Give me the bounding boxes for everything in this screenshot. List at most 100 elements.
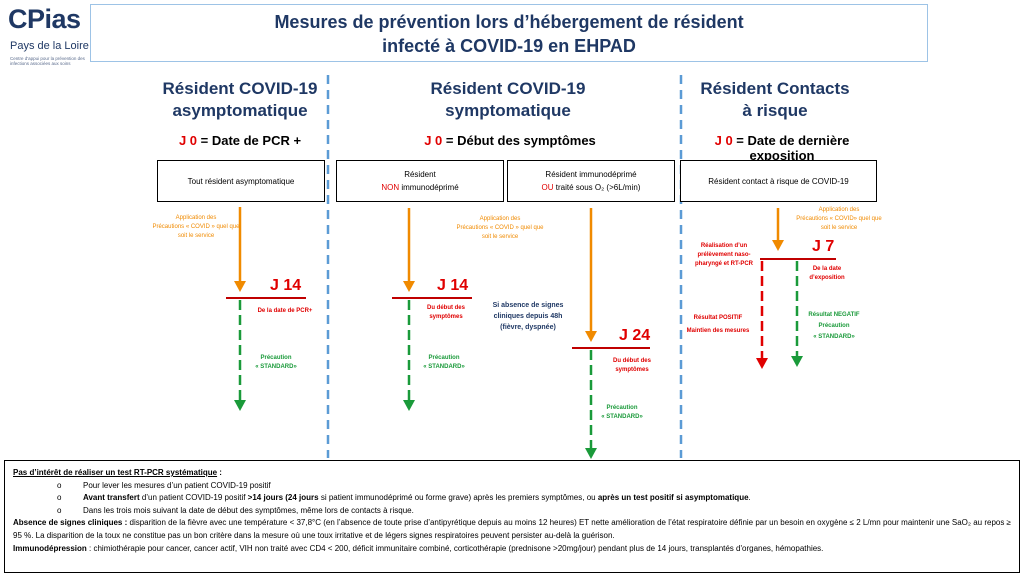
col1-standard-line1: Précaution	[260, 355, 292, 361]
col2-absence-line3: (fièvre, dyspnée)	[500, 324, 556, 331]
col1-title-line2: asymptomatique	[172, 101, 308, 120]
col2-box-non-immuno: Résident NON immunodéprimé	[336, 160, 504, 202]
col2-box-left-rest: immunodéprimé	[399, 183, 459, 192]
col2-title: Résident COVID-19 symptomatique	[398, 78, 618, 122]
col3-precautions-line2: Précautions « COVID» quel que	[796, 216, 882, 222]
col3-negatif-line1: Résultat NEGATIF	[808, 312, 860, 318]
col3-prelevement-line2: prélèvement naso-	[697, 252, 751, 258]
col2-precautions-line3: soit le service	[481, 234, 519, 240]
col2-title-line1: Résident COVID-19	[430, 79, 586, 98]
col2-box-right-red: OU	[541, 183, 554, 192]
notes-immuno: Immunodépression : chimiothérapie pour c…	[13, 543, 1011, 556]
col1-box: Tout résident asymptomatique	[157, 160, 325, 202]
col2-left-orange-arrow	[403, 208, 415, 292]
col2-box-left-red: NON	[381, 183, 400, 192]
logo-subtitle: Pays de la Loire	[10, 40, 89, 52]
col2-absence-line2: cliniques depuis 48h	[493, 313, 563, 320]
notes-absence-text: disparition de la fièvre avec une tempér…	[13, 518, 1011, 540]
col2-absence-signes: Si absence de signes cliniques depuis 48…	[478, 300, 578, 333]
col3-precautions-line3: soit le service	[820, 225, 858, 231]
col2-j0-text: = Début des symptômes	[442, 133, 596, 148]
col3-negatif-line3: « STANDARD»	[813, 334, 855, 340]
col2-j14-note: Du début des symptômes	[418, 304, 474, 322]
col1-box-text: Tout résident asymptomatique	[187, 176, 295, 186]
col2-right-standard-line2: « STANDARD»	[601, 414, 643, 420]
col1-j0-code: J 0	[178, 133, 198, 148]
logo-tagline: Centre d'appui pour la prévention des in…	[10, 56, 85, 66]
col1-precautions-covid: Application des Précautions « COVID » qu…	[152, 214, 240, 241]
col3-precautions-line1: Application des	[818, 207, 860, 213]
col3-j0-text: = Date de dernière exposition	[732, 133, 850, 163]
col1-j0-text: = Date de PCR +	[197, 133, 302, 148]
col1-j14-label: J 14	[270, 277, 302, 294]
col1-precautions-line1: Application des	[175, 215, 217, 221]
col3-orange-arrow	[772, 208, 784, 251]
col1-green-arrow	[234, 300, 246, 411]
col3-j7-note-line1: De la date	[812, 266, 842, 272]
col1-precautions-line3: soit le service	[177, 233, 215, 239]
col2-left-standard-line1: Précaution	[428, 355, 460, 361]
notes-immuno-label: Immunodépression	[13, 543, 87, 553]
cpias-logo: CPias Pays de la Loire Centre d'appui po…	[8, 4, 98, 82]
col2-left-standard: Précaution « STANDARD»	[416, 354, 472, 372]
col1-j0: J 0 = Date de PCR +	[160, 133, 320, 148]
col2-j24-note-line2: symptômes	[615, 367, 649, 373]
col2-right-standard: Précaution « STANDARD»	[594, 404, 650, 422]
col1-orange-arrow	[234, 207, 246, 292]
col3-positif-line2: Maintien des mesures	[686, 328, 750, 334]
col3-red-arrow	[756, 261, 768, 369]
page-title-line-2: infecté à COVID-19 en EHPAD	[382, 36, 636, 56]
col3-box: Résident contact à risque de COVID-19	[680, 160, 877, 202]
col3-title-line1: Résident Contacts	[700, 79, 850, 98]
notes-bullet-2-f: .	[748, 493, 751, 503]
col2-j24-note: Du début des symptômes	[604, 357, 660, 375]
col2-box-immuno: Résident immunodéprimé OU traité sous O₂…	[507, 160, 675, 202]
notes-bullet-2: o Avant transfert d’un patient COVID-19 …	[13, 492, 1011, 505]
col2-j14-note-line2: symptômes	[429, 314, 463, 320]
col2-precautions-covid: Application des Précautions « COVID » qu…	[440, 215, 560, 242]
col3-prelevement-line1: Réalisation d’un	[700, 243, 748, 249]
notes-bullet-1: o Pour lever les mesures d’un patient CO…	[13, 480, 1011, 493]
notes-absence: Absence de signes cliniques : disparitio…	[13, 517, 1011, 542]
col2-j14-note-line1: Du début des	[426, 305, 465, 311]
col2-box-right-line1: Résident immunodéprimé	[545, 170, 637, 179]
col2-title-line2: symptomatique	[445, 101, 571, 120]
col3-negatif: Résultat NEGATIF Précaution « STANDARD»	[802, 310, 866, 343]
col3-negatif-line2: Précaution	[818, 323, 850, 329]
notes-bullet-3-text: Dans les trois mois suivant la date de d…	[83, 505, 414, 515]
col2-right-green-arrow	[585, 350, 597, 459]
col2-left-green-arrow	[403, 300, 415, 411]
col1-title-line1: Résident COVID-19	[162, 79, 318, 98]
col2-j24-label: J 24	[619, 327, 651, 344]
col3-j0-code: J 0	[714, 133, 733, 148]
col3-j7-label: J 7	[812, 238, 835, 255]
bullet-marker: o	[57, 480, 62, 490]
notes-heading: Pas d’intérêt de réaliser un test RT-PCR…	[13, 468, 218, 477]
col3-j0: J 0 = Date de dernière exposition	[684, 133, 880, 163]
col2-right-standard-line1: Précaution	[606, 405, 638, 411]
notes-absence-label: Absence de signes cliniques :	[13, 518, 128, 528]
col3-prelevement-line3: pharyngé et RT-PCR	[694, 261, 753, 267]
col3-positif: Résultat POSITIF Maintien des mesures	[680, 312, 756, 338]
page-title-line-1: Mesures de prévention lors d’hébergement…	[274, 12, 744, 32]
col2-precautions-line2: Précautions « COVID » quel que	[456, 225, 544, 231]
col1-standard: Précaution « STANDARD»	[248, 354, 304, 372]
notes-bullet-2-a: Avant transfert	[83, 493, 140, 503]
col2-j0: J 0 = Début des symptômes	[410, 133, 610, 148]
notes-box: Pas d’intérêt de réaliser un test RT-PCR…	[4, 460, 1020, 573]
col3-positif-line1: Résultat POSITIF	[693, 315, 743, 321]
notes-immuno-text: : chimiothérapie pour cancer, cancer act…	[86, 543, 824, 553]
col1-j14-note-line1: De la date de PCR+	[257, 308, 313, 314]
col2-left-standard-line2: « STANDARD»	[423, 364, 465, 370]
col3-title: Résident Contacts à risque	[690, 78, 860, 122]
col1-title: Résident COVID-19 asymptomatique	[140, 78, 340, 122]
title-box: Mesures de prévention lors d’hébergement…	[90, 4, 928, 62]
notes-bullet-3: o Dans les trois mois suivant la date de…	[13, 505, 1011, 518]
notes-bullet-2-d: si patient immunodéprimé ou forme grave)…	[318, 493, 598, 503]
col2-j24-note-line1: Du début des	[612, 358, 651, 364]
col1-precautions-line2: Précautions « COVID » quel que	[152, 224, 240, 230]
col2-j14-label: J 14	[437, 277, 469, 294]
col3-box-text: Résident contact à risque de COVID-19	[708, 176, 849, 186]
notes-bullet-2-b: d’un patient COVID-19 positif	[139, 493, 248, 503]
